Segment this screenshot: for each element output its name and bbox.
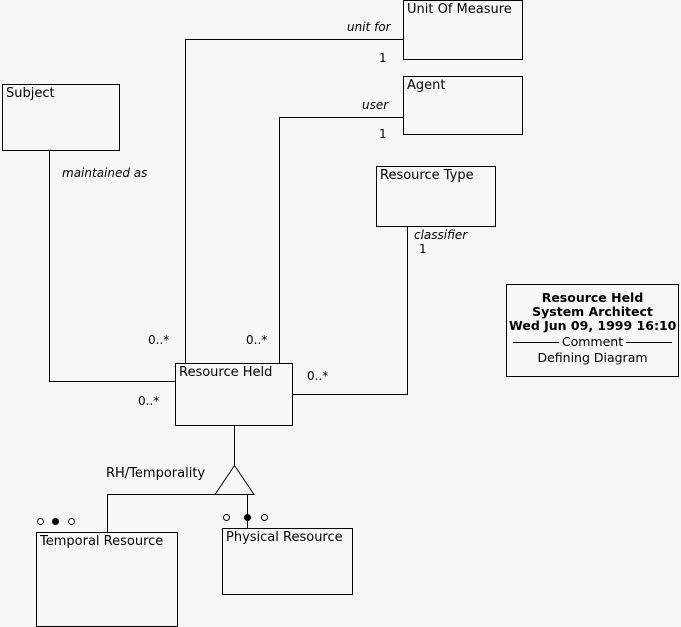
connector-resourcetype-vertical — [407, 227, 408, 395]
class-name-physical-resource: Physical Resource — [226, 530, 343, 545]
class-box-temporal-resource[interactable]: Temporal Resource — [36, 532, 178, 627]
class-box-agent[interactable]: Agent — [403, 76, 523, 135]
multiplicity-rh-to-type: 0..* — [307, 369, 329, 383]
constraint-circle-hollow-right-physical — [261, 514, 268, 521]
connector-subject-horizontal — [49, 381, 176, 382]
class-name-resource-held: Resource Held — [179, 365, 273, 380]
note-title-line-2: System Architect — [532, 304, 653, 319]
diagram-title-note[interactable]: Resource Held System Architect Wed Jun 0… — [506, 284, 679, 377]
multiplicity-unit-of-measure-end: 1 — [379, 51, 387, 65]
connector-agent-vertical — [279, 117, 280, 364]
note-divider-label: Comment — [561, 334, 624, 349]
role-label-classifier: classifier — [414, 228, 468, 242]
role-label-maintained-as: maintained as — [62, 166, 148, 180]
class-box-unit-of-measure[interactable]: Unit Of Measure — [403, 0, 523, 60]
class-name-agent: Agent — [407, 78, 446, 93]
connector-temporal-drop — [107, 494, 108, 533]
multiplicity-rh-to-agent: 0..* — [246, 333, 268, 347]
multiplicity-rh-to-subject: 0..* — [138, 394, 160, 408]
connector-subclass-bar — [107, 494, 248, 495]
class-name-temporal-resource: Temporal Resource — [40, 534, 164, 549]
note-title-line-1: Resource Held — [541, 290, 644, 305]
constraint-circle-filled-physical — [244, 514, 251, 521]
note-divider: Comment — [513, 335, 672, 349]
constraint-circle-hollow-left-temporal — [37, 518, 44, 525]
multiplicity-rh-to-unit: 0..* — [148, 333, 170, 347]
association-label-rh-temporality: RH/Temporality — [106, 466, 206, 481]
class-name-subject: Subject — [6, 86, 55, 101]
connector-subject-vertical — [49, 151, 50, 382]
class-box-physical-resource[interactable]: Physical Resource — [222, 528, 353, 595]
connector-resourcetype-horizontal — [292, 394, 407, 395]
class-name-unit-of-measure: Unit Of Measure — [407, 2, 512, 17]
note-body-text: Defining Diagram — [537, 350, 648, 365]
class-name-resource-type: Resource Type — [380, 168, 474, 183]
connector-generalization-stem — [234, 426, 235, 466]
constraint-circle-filled-temporal — [52, 518, 59, 525]
role-label-unit-for: unit for — [347, 20, 391, 34]
constraint-circle-hollow-right-temporal — [68, 518, 75, 525]
class-box-subject[interactable]: Subject — [2, 84, 120, 151]
multiplicity-resource-type-end: 1 — [419, 242, 427, 256]
class-box-resource-type[interactable]: Resource Type — [376, 166, 496, 227]
connector-physical-drop — [247, 494, 248, 529]
constraint-circle-hollow-left-physical — [223, 514, 230, 521]
note-divider-rule-right — [626, 341, 672, 343]
connector-unitofmeasure-vertical — [185, 39, 186, 364]
connector-agent-horizontal — [279, 117, 403, 118]
note-divider-rule-left — [513, 341, 559, 343]
role-label-user: user — [362, 98, 389, 112]
class-box-resource-held[interactable]: Resource Held — [175, 363, 293, 426]
connector-unitofmeasure-horizontal — [185, 39, 403, 40]
multiplicity-agent-end: 1 — [379, 127, 387, 141]
note-title-line-3: Wed Jun 09, 1999 16:10 — [509, 318, 677, 333]
